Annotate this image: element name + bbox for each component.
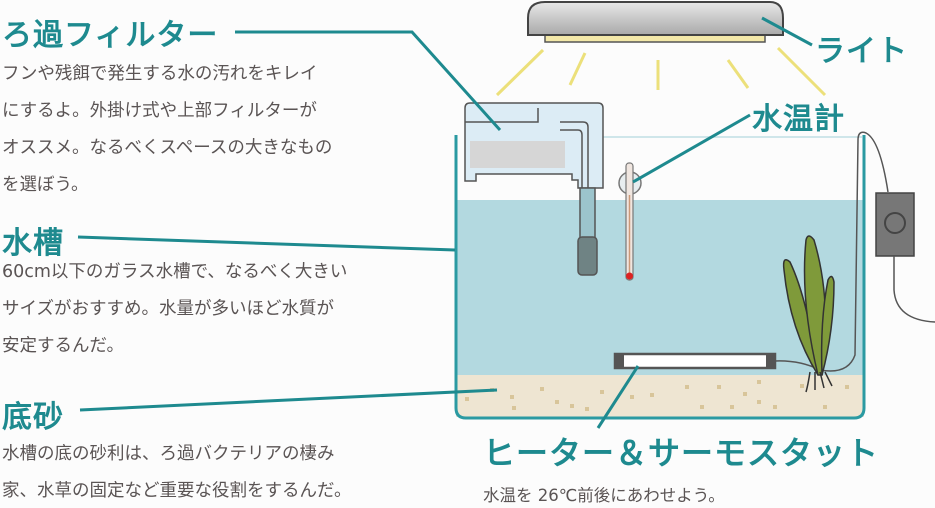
text-line: にするよ。外掛け式や上部フィルターが [2, 101, 317, 121]
text-line: 安定するんだ。 [2, 336, 124, 356]
filter-leader-line [235, 30, 502, 132]
text-line: フンや残餌で発生する水の汚れをキレイ [2, 64, 318, 84]
thermometer-leader-line [632, 113, 751, 184]
tank-water [456, 200, 864, 375]
thermometer [618, 162, 642, 281]
thermostat-controller [875, 192, 935, 323]
light-fixture [527, 0, 784, 43]
text-line: 水槽の底の砂利は、ろ過バクテリアの棲み [2, 444, 335, 464]
text-line: 家、水草の固定など重要な役割をするんだ。 [2, 481, 352, 501]
tank-title: 水槽 [2, 226, 64, 261]
light-title: ライト [815, 34, 908, 69]
heater-title: ヒーター＆サーモスタット [483, 434, 880, 472]
sand-description: 水槽の底の砂利は、ろ過バクテリアの棲み 家、水草の固定など重要な役割をするんだ。 [2, 436, 351, 508]
heater-leader-line [596, 365, 640, 429]
filter-unit [464, 102, 604, 276]
text-line: オススメ。なるべくスペースの大きなもの [2, 138, 333, 158]
tank-sand [456, 375, 864, 417]
light-leader-line [761, 16, 813, 47]
tank-description: 60cm以下のガラス水槽で、なるべく大きい サイズがおすすめ。水量が多いほど水質… [2, 254, 347, 365]
filter-title: ろ過フィルター [2, 18, 219, 53]
light-rays [495, 46, 827, 97]
tank-leader-line [77, 235, 456, 252]
thermometer-title: 水温計 [752, 102, 845, 137]
text-line: 60cm以下のガラス水槽で、なるべく大きい [2, 262, 348, 282]
heater-description: 水温を 26℃前後にあわせよう。 [483, 477, 725, 508]
sand-leader-line [79, 388, 498, 412]
filter-description: フンや残餌で発生する水の汚れをキレイ にするよ。外掛け式や上部フィルターが オス… [2, 56, 332, 204]
text-line: サイズがおすすめ。水量が多いほど水質が [2, 299, 334, 319]
text-line: を選ぼう。 [2, 175, 89, 195]
heater [613, 131, 889, 372]
sand-grains [465, 380, 849, 411]
sand-title: 底砂 [2, 400, 64, 435]
text-line: 水温を 26℃前後にあわせよう。 [483, 486, 725, 505]
tank-glass [454, 135, 866, 420]
water-plant [782, 235, 835, 393]
